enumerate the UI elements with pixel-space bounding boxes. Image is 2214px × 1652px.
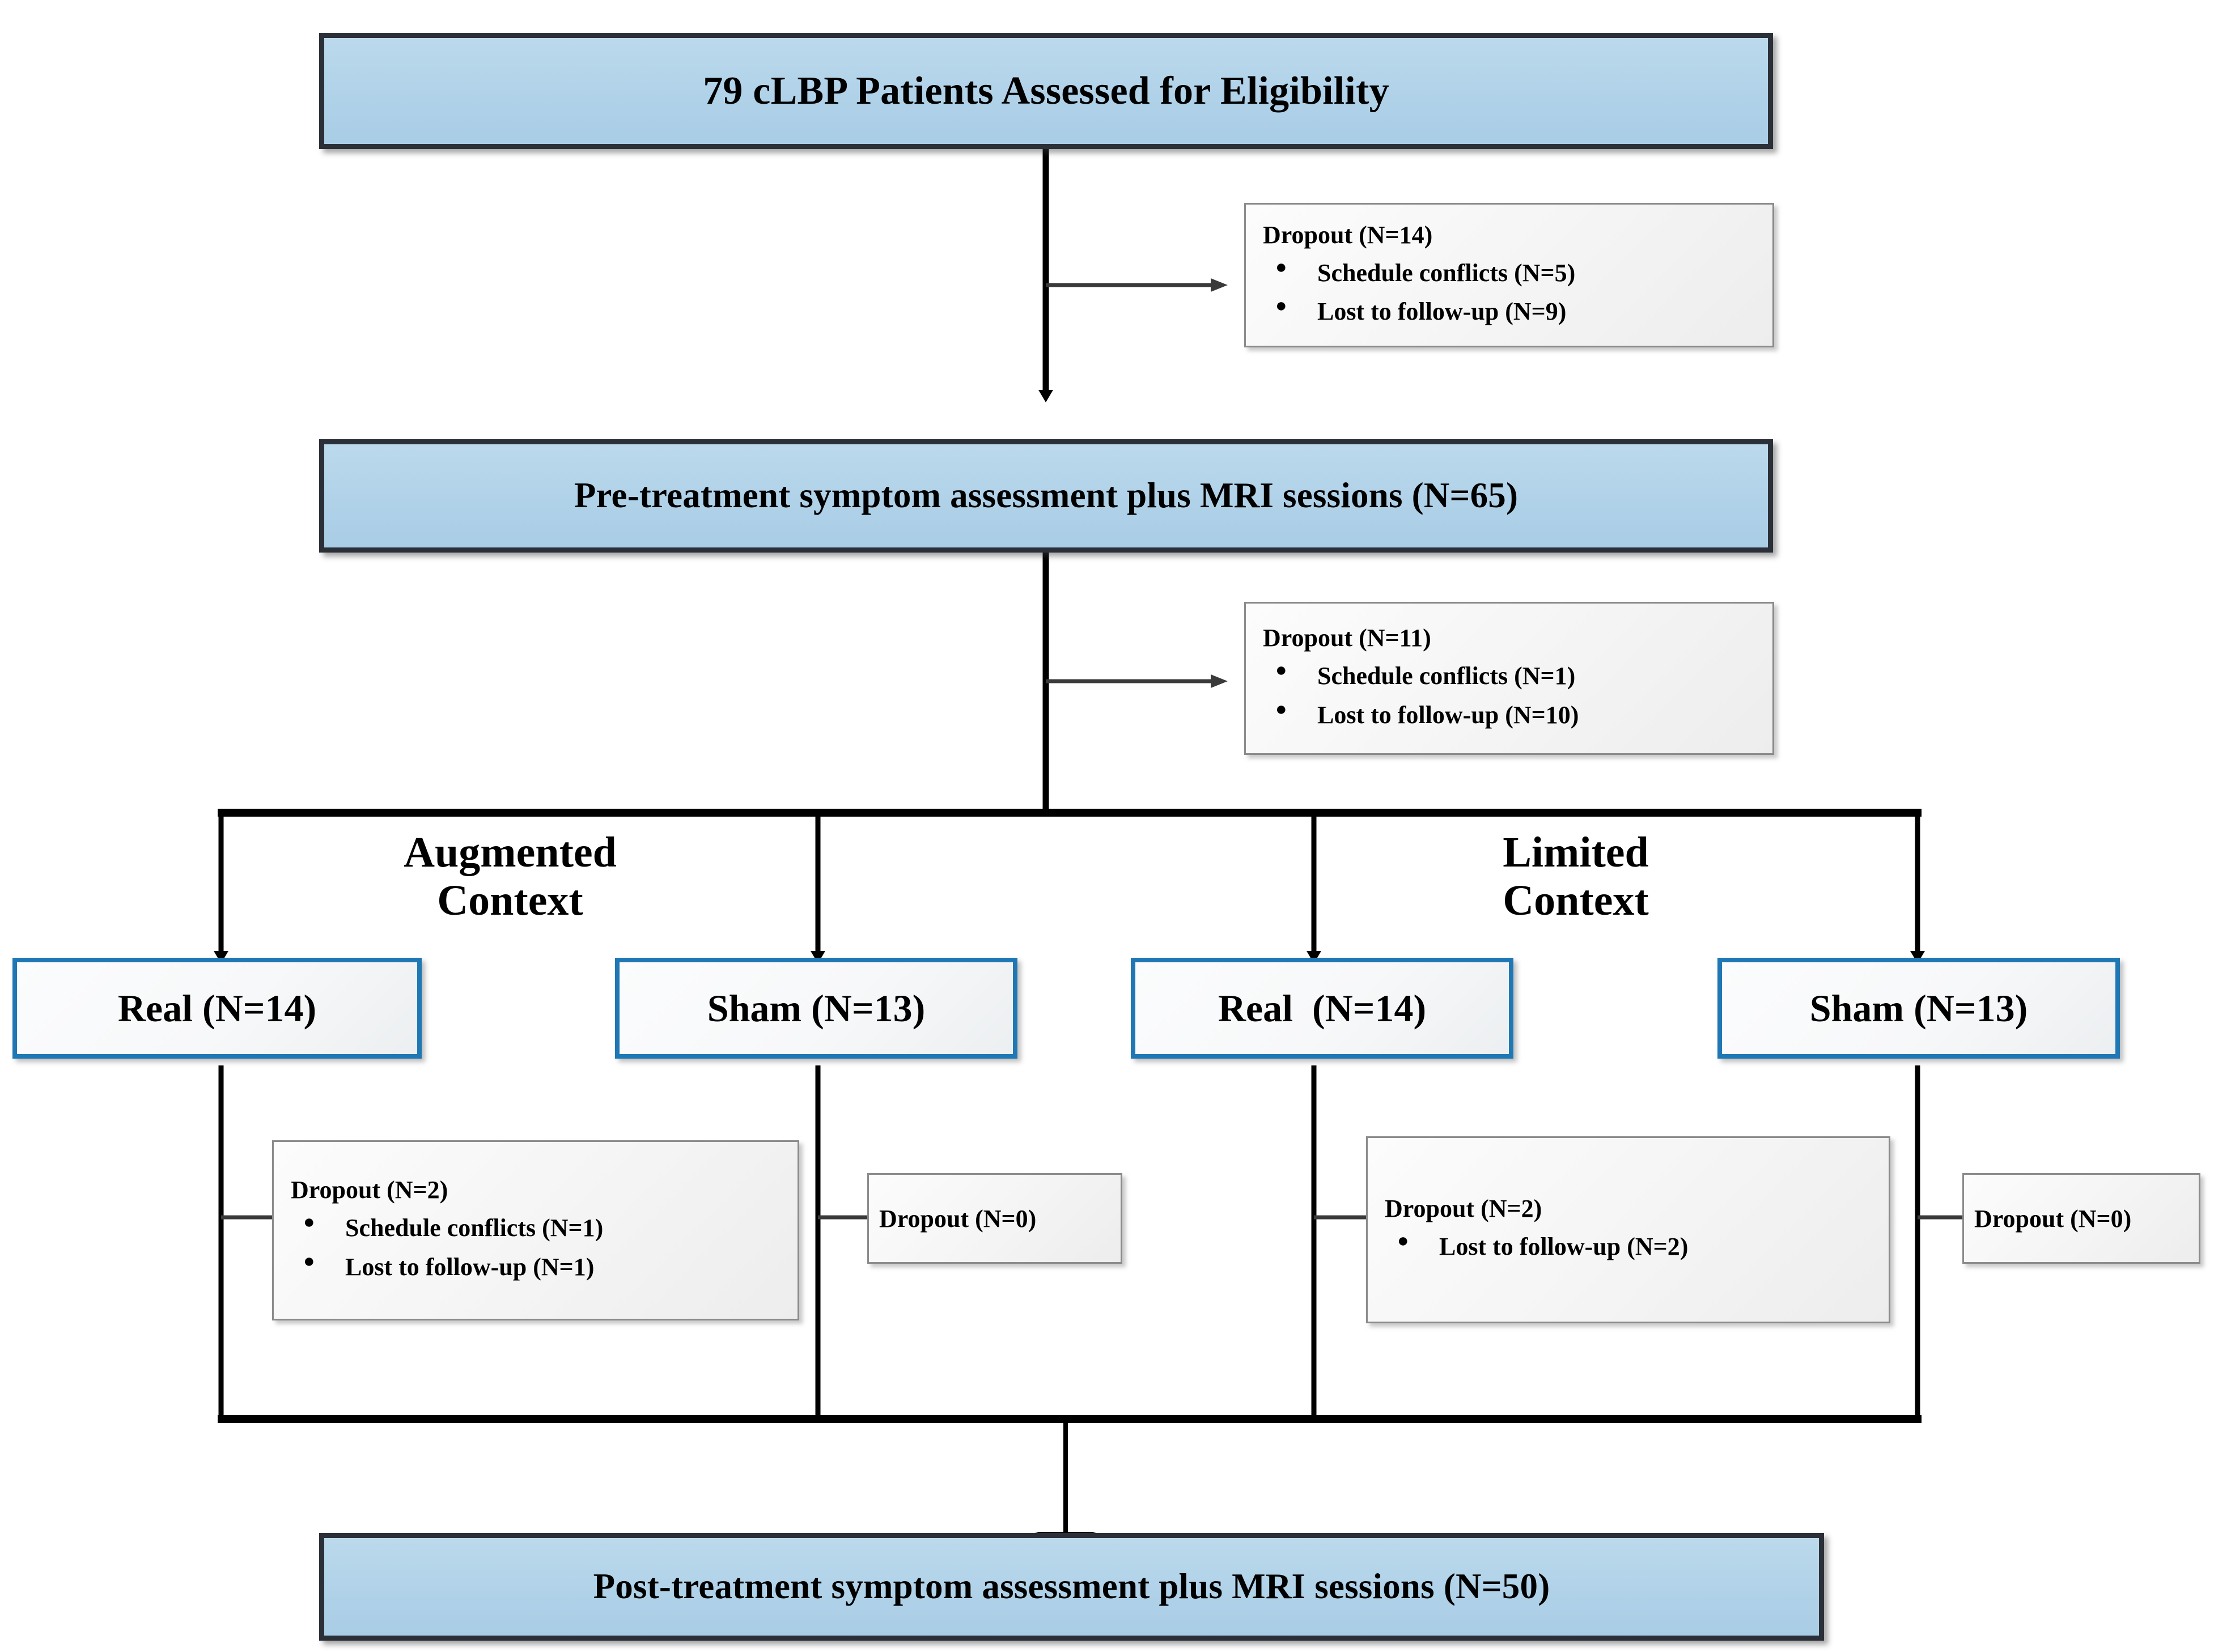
arm-box-augmented-real[interactable]: Real (N=14) <box>12 958 422 1059</box>
dropout-box-after-screening[interactable]: Dropout (N=14) Schedule conflicts (N=5) … <box>1244 203 1774 347</box>
dropout-reason-item: Lost to follow-up (N=1) <box>291 1246 783 1286</box>
dropout-reason-item: Lost to follow-up (N=10) <box>1263 694 1758 734</box>
dropout-reason-list: Lost to follow-up (N=2) <box>1385 1226 1874 1266</box>
dropout-reason-list: Schedule conflicts (N=5) Lost to follow-… <box>1263 253 1758 331</box>
dropout-title: Dropout (N=0) <box>1974 1204 2132 1233</box>
node-post-treatment-label: Post-treatment symptom assessment plus M… <box>593 1566 1550 1607</box>
arm-box-augmented-sham-label: Sham (N=13) <box>707 986 926 1030</box>
node-assessed-label: 79 cLBP Patients Assessed for Eligibilit… <box>703 69 1389 113</box>
dropout-reason-item: Schedule conflicts (N=1) <box>291 1208 783 1247</box>
dropout-reason-list: Schedule conflicts (N=1) Lost to follow-… <box>291 1208 783 1286</box>
arm-box-augmented-sham[interactable]: Sham (N=13) <box>615 958 1017 1059</box>
dropout-title: Dropout (N=14) <box>1263 220 1433 249</box>
dropout-box-limited-sham[interactable]: Dropout (N=0) <box>1962 1173 2200 1264</box>
dropout-reason-item: Schedule conflicts (N=1) <box>1263 656 1758 695</box>
dropout-reason-item: Schedule conflicts (N=5) <box>1263 253 1758 292</box>
dropout-title: Dropout (N=2) <box>1385 1195 1542 1223</box>
arm-box-limited-sham[interactable]: Sham (N=13) <box>1717 958 2120 1059</box>
group-label-augmented: Augmented Context <box>404 829 617 925</box>
dropout-title: Dropout (N=0) <box>879 1204 1037 1233</box>
group-label-limited: Limited Context <box>1503 829 1649 925</box>
dropout-box-limited-real[interactable]: Dropout (N=2) Lost to follow-up (N=2) <box>1366 1136 1890 1323</box>
dropout-reason-list: Schedule conflicts (N=1) Lost to follow-… <box>1263 656 1758 734</box>
arm-box-augmented-real-label: Real (N=14) <box>117 986 317 1030</box>
dropout-title: Dropout (N=2) <box>291 1176 448 1204</box>
dropout-box-after-pre-treatment[interactable]: Dropout (N=11) Schedule conflicts (N=1) … <box>1244 602 1774 755</box>
dropout-title: Dropout (N=11) <box>1263 624 1431 652</box>
node-pre-treatment[interactable]: Pre-treatment symptom assessment plus MR… <box>319 439 1773 553</box>
dropout-reason-item: Lost to follow-up (N=2) <box>1385 1226 1874 1266</box>
node-pre-treatment-label: Pre-treatment symptom assessment plus MR… <box>574 475 1519 516</box>
dropout-reason-item: Lost to follow-up (N=9) <box>1263 291 1758 331</box>
node-post-treatment[interactable]: Post-treatment symptom assessment plus M… <box>319 1533 1824 1641</box>
node-assessed-for-eligibility[interactable]: 79 cLBP Patients Assessed for Eligibilit… <box>319 33 1773 149</box>
arm-box-limited-sham-label: Sham (N=13) <box>1809 986 2028 1030</box>
dropout-box-augmented-real[interactable]: Dropout (N=2) Schedule conflicts (N=1) L… <box>272 1140 799 1320</box>
arm-box-limited-real[interactable]: Real (N=14) <box>1131 958 1513 1059</box>
arm-box-limited-real-label: Real (N=14) <box>1218 986 1427 1030</box>
dropout-box-augmented-sham[interactable]: Dropout (N=0) <box>867 1173 1122 1264</box>
